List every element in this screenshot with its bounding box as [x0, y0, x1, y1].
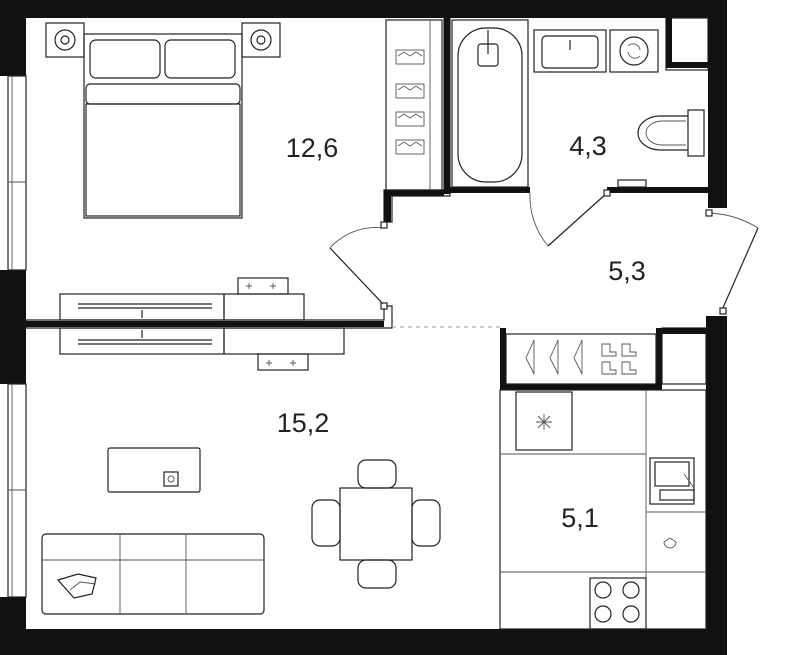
washing-machine: [609, 29, 659, 73]
coffee-table: [107, 447, 201, 493]
kitchen-area-label: 5,1: [561, 503, 599, 533]
tv-stands: [59, 277, 345, 371]
doors: [329, 189, 759, 315]
bathroom-area-label: 4,3: [569, 131, 607, 161]
left-windows: [7, 75, 27, 598]
dining-table: [311, 459, 441, 589]
sink: [533, 29, 607, 73]
kitchen-units: [499, 389, 707, 630]
toilet: [637, 109, 705, 157]
bed: [45, 22, 281, 219]
outer-walls: [0, 0, 727, 655]
hallway-area-label: 5,3: [608, 256, 646, 286]
interior-walls: [25, 17, 709, 390]
living-area-label: 15,2: [277, 408, 330, 438]
bath-radiator: [617, 179, 647, 188]
bedroom-area-label: 12,6: [286, 133, 339, 163]
bathtub: [451, 19, 529, 188]
hall-closet: [505, 333, 657, 385]
sofa: [41, 533, 265, 615]
bedroom-wardrobe: [385, 19, 443, 191]
